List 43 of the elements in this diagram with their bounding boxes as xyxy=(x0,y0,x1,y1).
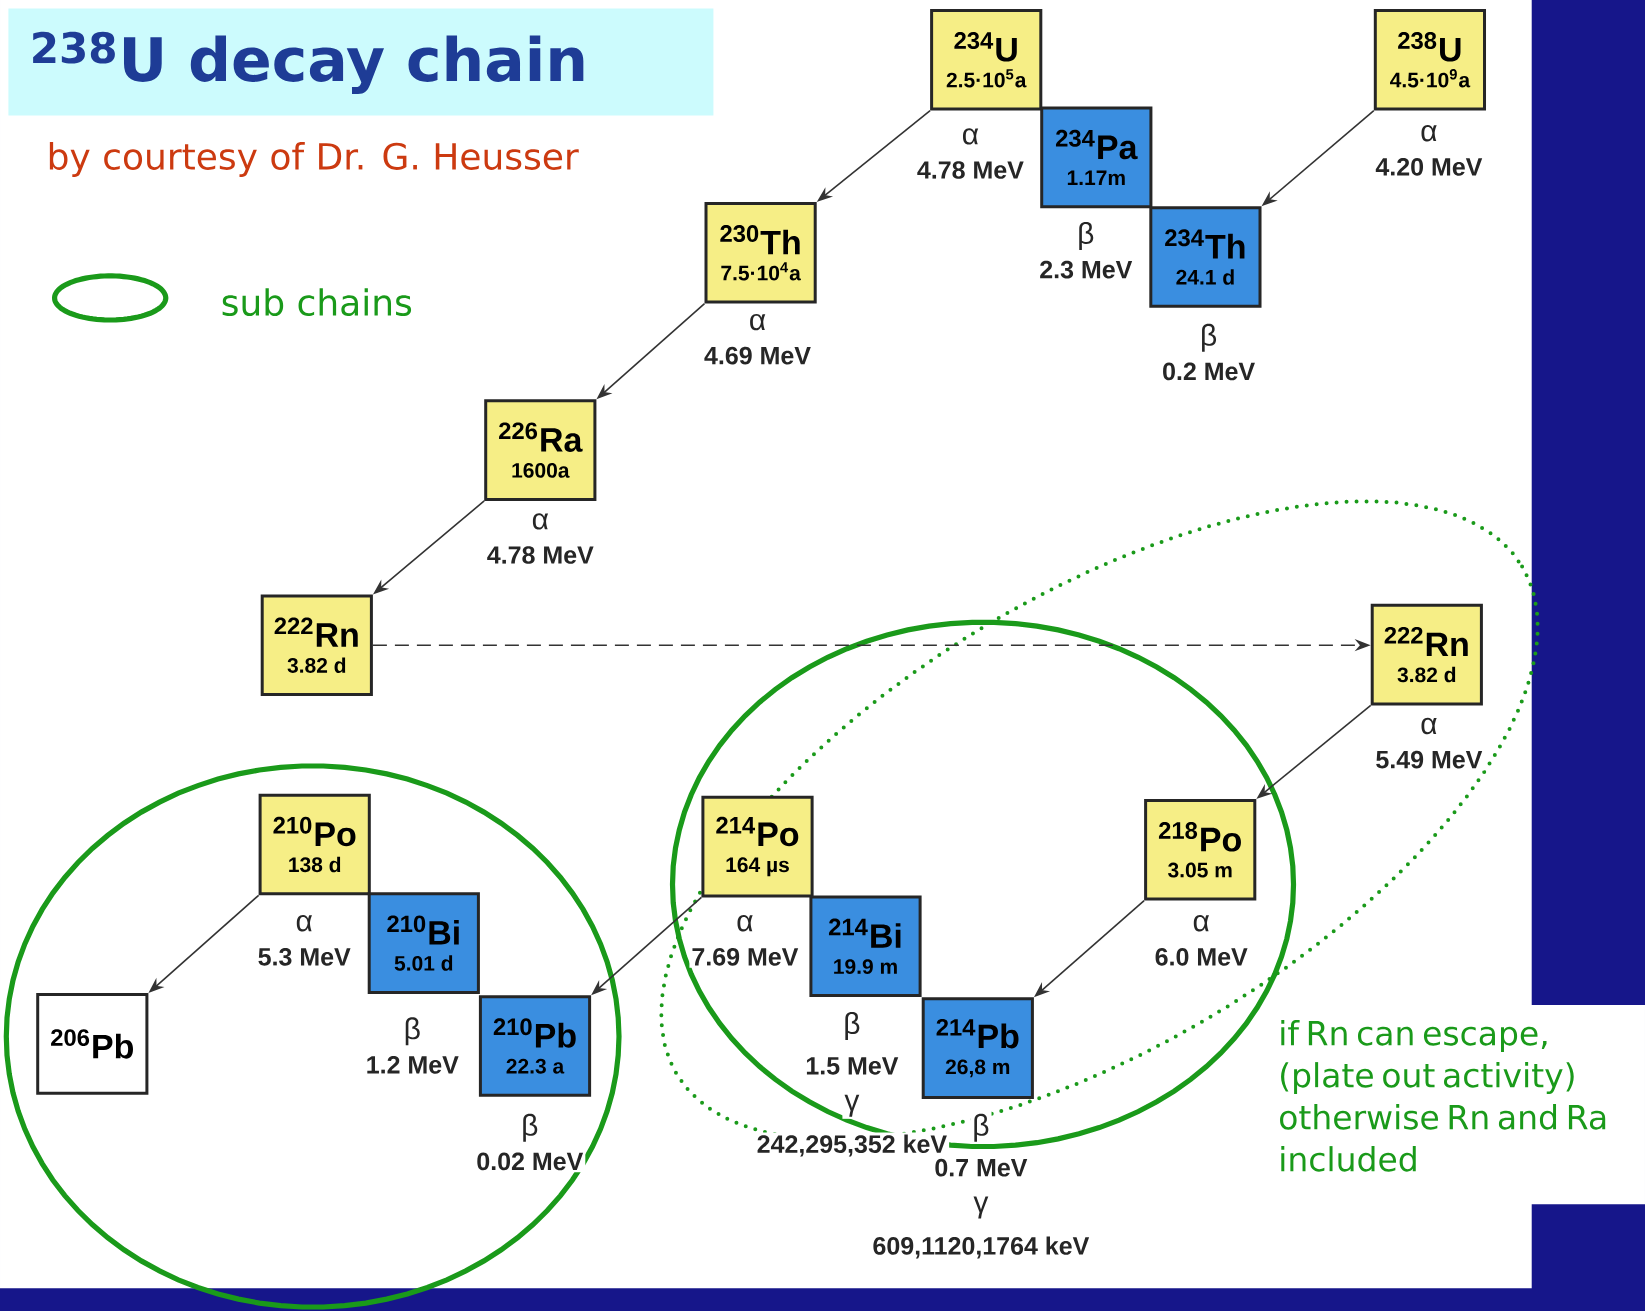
decay-symbol: β xyxy=(401,1015,423,1048)
nuclide-box: $^{222}$Rn 3.82 d xyxy=(260,594,373,696)
energy-label: 4.78 MeV xyxy=(914,159,1026,181)
energy-label: 0.02 MeV xyxy=(474,1150,586,1173)
title-banner: $^{238}$U decay chain xyxy=(8,8,714,116)
nuclide-box: $^{234}$U 2.5·10$^{5}$a xyxy=(930,9,1043,111)
decay-symbol: γ xyxy=(971,1194,991,1221)
decay-symbol: β xyxy=(519,1111,541,1144)
nuclide-box: $^{238}$U 4.5·10$^{9}$a xyxy=(1373,9,1486,111)
credit-text: by courtesy of Dr. G. Heusser xyxy=(49,142,579,177)
decay-symbol: α xyxy=(734,913,756,934)
nuclide-box: $^{214}$Pb 26,8 m xyxy=(921,997,1034,1099)
nuclide-box: $^{226}$Ra 1600a xyxy=(484,399,597,501)
nuclide-box: $^{214}$Bi 19.9 m xyxy=(809,895,922,998)
energy-label: 0.7 MeV xyxy=(932,1156,1030,1179)
energy-label: 4.69 MeV xyxy=(702,344,813,367)
energy-label: 4.20 MeV xyxy=(1373,155,1485,178)
nuclide-box: $^{222}$Rn 3.82 d xyxy=(1370,603,1483,706)
energy-label: 0.2 MeV xyxy=(1160,360,1258,383)
nuclide-box: $^{210}$Bi 5.01 d xyxy=(367,892,480,994)
energy-label: 4.78 MeV xyxy=(484,544,596,566)
legend-entry: sub chains xyxy=(52,273,412,323)
decay-symbol: α xyxy=(1418,123,1440,144)
energy-label: 242,295,352 keV xyxy=(754,1132,950,1159)
decay-symbol: α xyxy=(1418,715,1440,737)
energy-label: 7.69 MeV xyxy=(689,945,801,968)
nuclide-box: $^{234}$Th 24.1 d xyxy=(1149,206,1262,308)
nuclide-box: $^{230}$Th 7.5·10$^{4}$a xyxy=(704,202,817,304)
note-box: if Rn can escape, (plate out activity) otherwise Rn and Ra included xyxy=(1269,1005,1645,1205)
decay-symbol: α xyxy=(529,511,551,532)
energy-label: 5.49 MeV xyxy=(1373,748,1485,771)
nuclide-box: $^{214}$Po 164 µs xyxy=(701,795,814,898)
energy-label: 2.3 MeV xyxy=(1037,258,1135,281)
energy-label: 609,1120,1764 keV xyxy=(870,1234,1092,1261)
nuclide-box: $^{218}$Po 3.05 m xyxy=(1144,799,1257,901)
decay-symbol: α xyxy=(959,126,982,147)
nuclide-box: $^{234}$Pa 1.17m xyxy=(1040,106,1153,209)
decay-symbol: β xyxy=(1075,220,1097,252)
decay-symbol: β xyxy=(841,1010,863,1042)
nuclide-box: $^{210}$Pb 22.3 a xyxy=(478,995,592,1097)
energy-label: 1.5 MeV xyxy=(803,1055,901,1077)
nuclide-box: $^{206}$Pb xyxy=(36,993,149,1095)
nuclide-box: $^{210}$Po 138 d xyxy=(258,793,371,896)
